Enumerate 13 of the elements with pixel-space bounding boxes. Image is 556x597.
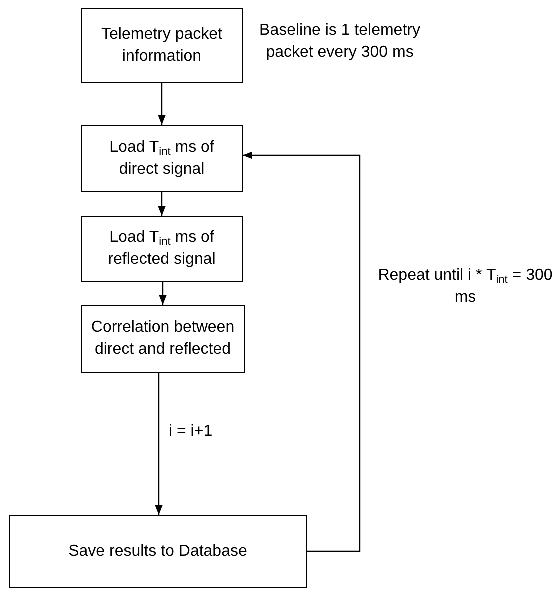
arrow — [155, 373, 163, 515]
process-box: Correlation between direct and reflected — [81, 305, 245, 373]
process-box: Telemetry packet information — [81, 8, 243, 83]
arrow — [159, 282, 167, 305]
arrow — [158, 192, 166, 216]
note-text: Repeat until i * T$_{int}$ = 300 ms — [377, 266, 554, 308]
process-box: Load T$_{int}$ ms of direct signal — [81, 125, 243, 192]
process-box: Load T$_{int}$ ms of reflected signal — [81, 216, 243, 282]
arrow — [158, 83, 166, 125]
arrow — [243, 152, 361, 552]
process-box: Save results to Database — [9, 515, 307, 588]
note-text: Baseline is 1 telemetry packet every 300 ms — [258, 21, 422, 63]
edge-label: i = i+1 — [169, 422, 213, 442]
